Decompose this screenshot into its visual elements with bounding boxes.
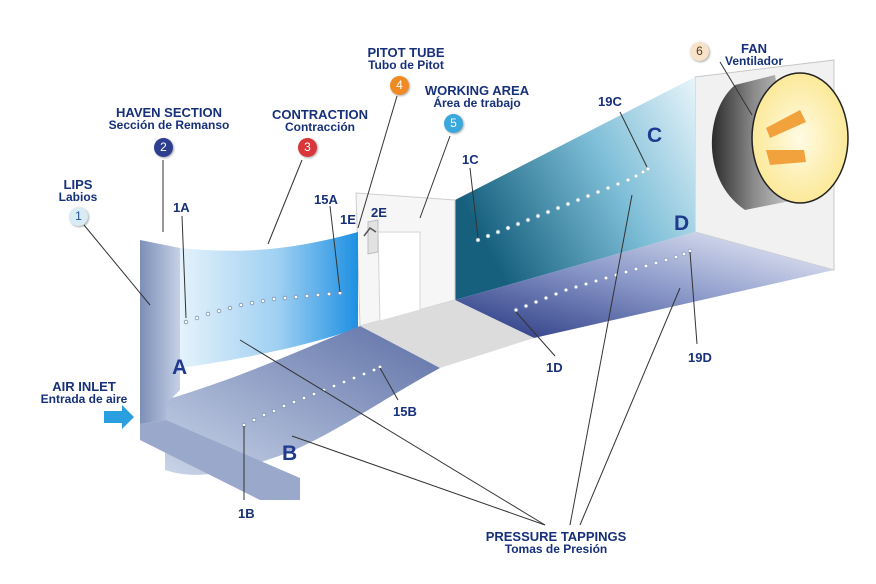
pressure-tappings-title: PRESSURE TAPPINGS [485, 529, 627, 544]
air-inlet-arrow [104, 405, 134, 429]
fan-blade-upper [766, 110, 806, 138]
contraction-section-b [165, 326, 440, 475]
pressure-tappings-label: PRESSURE TAPPINGS Tomas de Presión [476, 530, 636, 556]
tapping-row-b [241, 364, 383, 428]
fan-subtitle: Ventilador [724, 54, 783, 68]
duct-section-c [455, 77, 695, 300]
leader-lines [83, 61, 753, 526]
contraction-subtitle: Contracción [284, 120, 355, 134]
pitot-tube [363, 226, 377, 237]
callout-lips: LIPS Labios [46, 178, 110, 204]
inlet-lip-bottom [140, 420, 300, 500]
tapping-label-19d: 19D [688, 350, 712, 365]
haven-section-badge: 2 [154, 138, 173, 157]
tapping-row-a [183, 290, 343, 325]
tapping-row-d [513, 248, 693, 313]
fan-opening [751, 72, 849, 204]
tapping-label-1b: 1B [238, 506, 255, 521]
air-inlet-title: AIR INLET [52, 379, 116, 394]
pitot-tube-subtitle: Tubo de Pitot [368, 58, 444, 72]
working-area-title: WORKING AREA [424, 83, 530, 98]
callout-contraction: CONTRACTION Contracción [262, 108, 378, 134]
tapping-row-c [475, 166, 651, 243]
tapping-label-2e: 2E [371, 205, 387, 220]
callout-fan: FAN Ventilador [712, 42, 796, 68]
pressure-tappings-subtitle: Tomas de Presión [504, 542, 608, 556]
contraction-section-a [180, 232, 358, 368]
section-label-a: A [172, 356, 188, 379]
contraction-title: CONTRACTION [271, 107, 369, 122]
tapping-label-15a: 15A [314, 192, 338, 207]
tapping-label-15b: 15B [393, 404, 417, 419]
fan-unit [711, 72, 849, 210]
air-inlet-subtitle: Entrada de aire [40, 392, 128, 406]
section-label-d: D [674, 212, 690, 235]
section-label-b: B [282, 442, 298, 465]
tapping-label-1e: 1E [340, 212, 356, 227]
section-label-c: C [647, 124, 663, 147]
callout-working-area: WORKING AREA Área de trabajo [414, 84, 540, 110]
contraction-badge: 3 [298, 138, 317, 157]
working-area-badge: 5 [444, 114, 463, 133]
fan-blade-lower [766, 150, 806, 165]
inlet-lip [140, 240, 180, 424]
pitot-tube-badge: 4 [390, 76, 409, 95]
tapping-label-19c: 19C [598, 94, 622, 109]
lips-badge: 1 [69, 207, 88, 226]
tapping-label-1c: 1C [462, 152, 479, 167]
working-area-subtitle: Área de trabajo [433, 96, 521, 110]
pitot-tube-title: PITOT TUBE [367, 45, 445, 60]
fan-title: FAN [741, 41, 767, 56]
duct-section-d [455, 232, 834, 338]
working-area-floor [360, 300, 534, 368]
callout-pitot-tube: PITOT TUBE Tubo de Pitot [356, 46, 456, 72]
haven-section-title: HAVEN SECTION [116, 105, 222, 120]
tapping-label-1a: 1A [173, 200, 190, 215]
fan-badge: 6 [690, 42, 709, 61]
pitot-mount [367, 219, 379, 255]
lips-title: LIPS [63, 177, 93, 192]
air-inlet-label: AIR INLET Entrada de aire [24, 380, 144, 406]
working-area-window [377, 231, 421, 323]
haven-section-subtitle: Sección de Remanso [108, 118, 230, 132]
tapping-label-1d: 1D [546, 360, 563, 375]
callout-haven-section: HAVEN SECTION Sección de Remanso [94, 106, 244, 132]
lips-subtitle: Labios [58, 190, 98, 204]
